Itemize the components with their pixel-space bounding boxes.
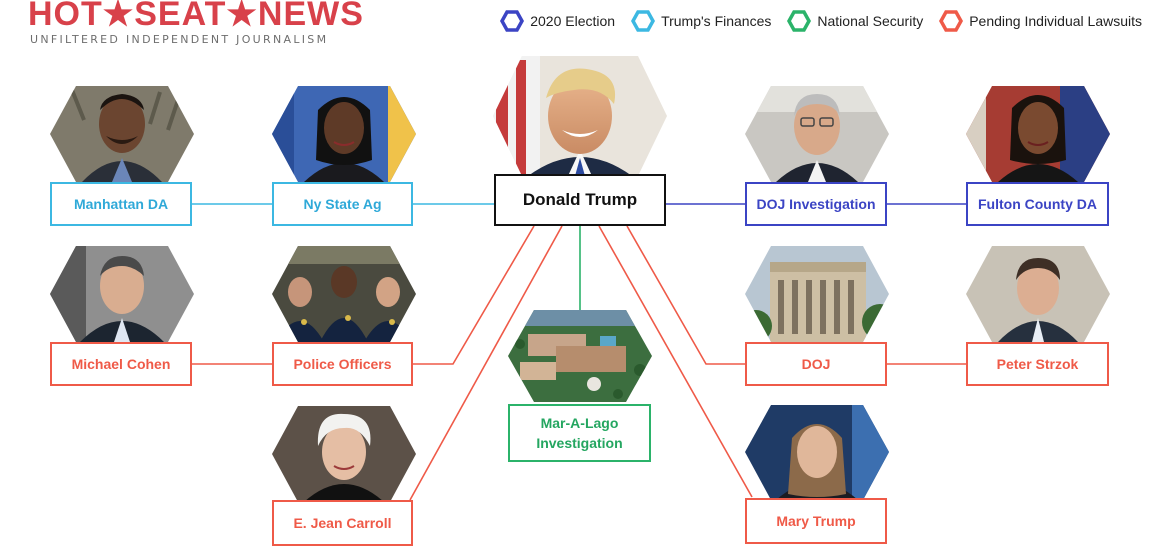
brand-subtitle: UNFILTERED INDEPENDENT JOURNALISM: [30, 33, 329, 46]
photo-police-officers: [272, 246, 416, 342]
legend-item-pending-lawsuits: Pending Individual Lawsuits: [939, 10, 1142, 32]
node-mary-trump: Mary Trump: [745, 498, 887, 544]
connectors: [192, 203, 966, 501]
legend-label: Trump's Finances: [661, 13, 772, 29]
brand-title: HOT★SEAT★NEWS: [28, 0, 364, 33]
photo-michael-cohen: [50, 246, 194, 342]
legend-label: 2020 Election: [530, 13, 616, 29]
legend-item-trumps-finances: Trump's Finances: [631, 10, 771, 32]
photo-doj-investigation: [745, 86, 889, 182]
node-e-jean-carroll: E. Jean Carroll: [272, 500, 413, 546]
photo-e-jean-carroll: [272, 406, 416, 502]
photo-mary-trump: [745, 405, 889, 500]
connector-trump-carroll: [409, 225, 563, 501]
connector-trump-police: [413, 225, 535, 365]
hexagon-icon: [631, 10, 656, 32]
photo-doj: [745, 246, 889, 342]
legend-label: National Security: [817, 13, 924, 29]
node-doj: DOJ: [745, 342, 887, 386]
hexagon-icon: [939, 10, 964, 32]
node-manhattan-da: Manhattan DA: [50, 182, 192, 226]
node-michael-cohen: Michael Cohen: [50, 342, 192, 386]
photo-fulton-county-da: [966, 86, 1110, 182]
connector-trump-mary: [598, 225, 753, 498]
node-ny-state-ag: Ny State Ag: [272, 182, 413, 226]
node-police-officers: Police Officers: [272, 342, 413, 386]
hexagon-icon: [787, 10, 812, 32]
legend-label: Pending Individual Lawsuits: [969, 13, 1142, 29]
connector-trump-doj: [626, 225, 745, 365]
photo-ny-state-ag: [272, 86, 416, 182]
photo-mar-a-lago: [508, 310, 652, 402]
photo-donald-trump: [493, 56, 667, 176]
legend-item-2020-election: 2020 Election: [500, 10, 615, 32]
node-doj-investigation: DOJ Investigation: [745, 182, 887, 226]
legend-item-national-security: National Security: [787, 10, 923, 32]
photo-manhattan-da: [50, 86, 194, 182]
photo-peter-strzok: [966, 246, 1110, 342]
node-mar-a-lago-investigation: Mar-A-Lago Investigation: [508, 404, 651, 462]
node-donald-trump: Donald Trump: [494, 174, 666, 226]
node-peter-strzok: Peter Strzok: [966, 342, 1109, 386]
node-fulton-county-da: Fulton County DA: [966, 182, 1109, 226]
hexagon-icon: [500, 10, 525, 32]
legend: 2020 Election Trump's Finances National …: [500, 10, 1142, 32]
